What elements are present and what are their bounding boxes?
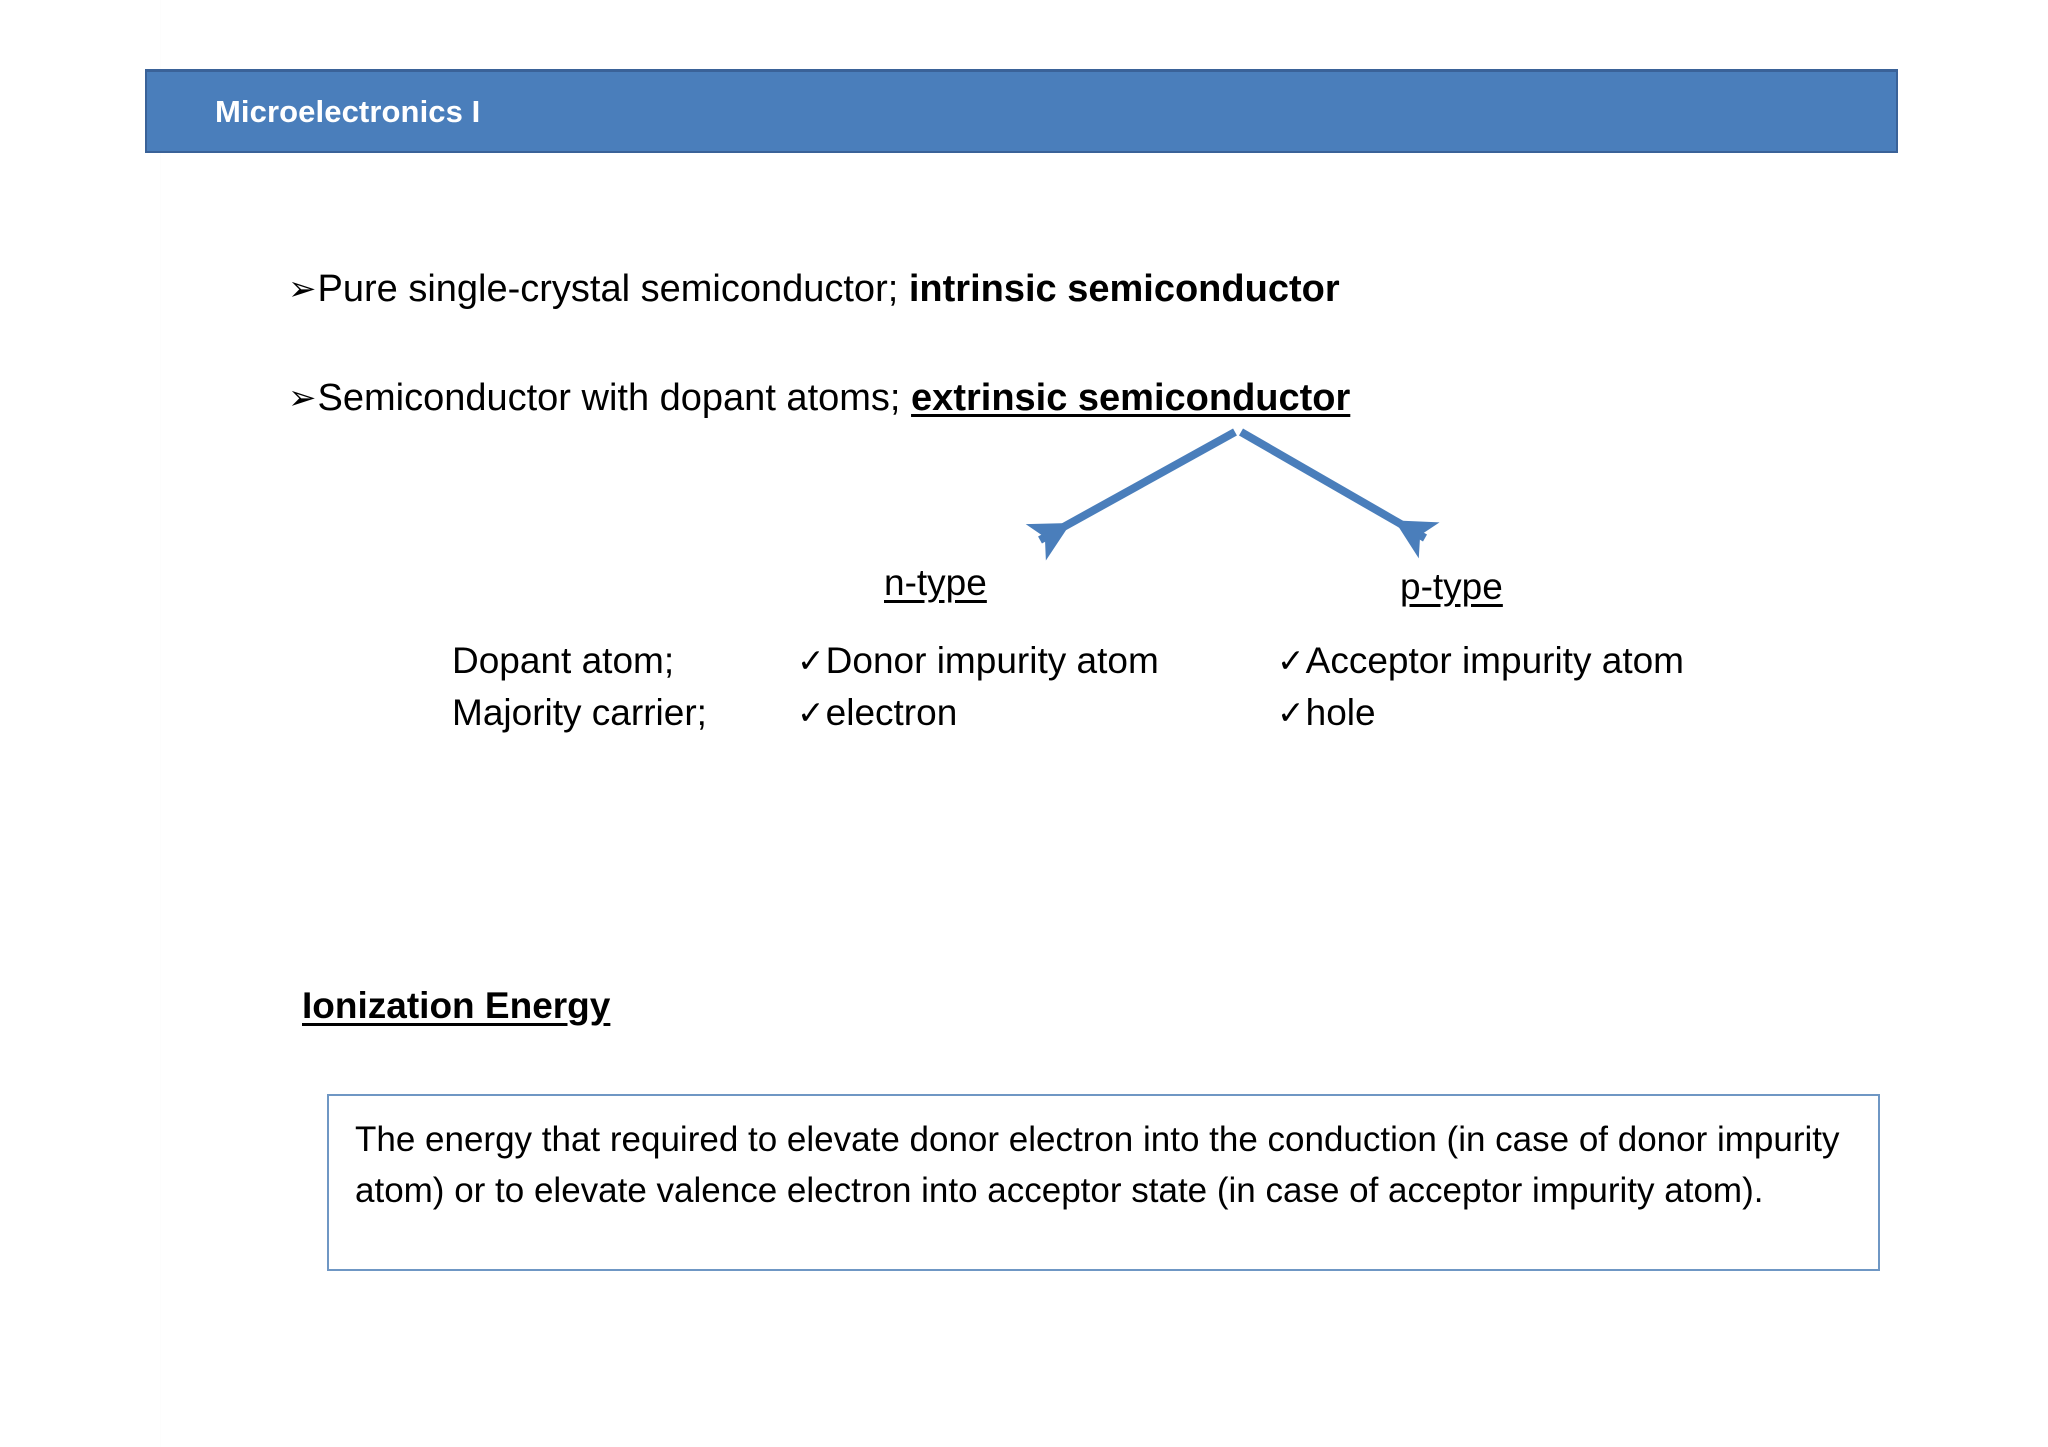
bullet-1-emphasis: intrinsic semiconductor [908, 268, 1340, 310]
cell-ptype-majority-carrier-text: hole [1305, 692, 1376, 733]
definition-text: The energy that required to elevate dono… [355, 1120, 1840, 1210]
bullet-item-extrinsic: ➢Semiconductor with dopant atoms; extrin… [288, 377, 1350, 420]
dopant-comparison-grid: Dopant atom; ✓Donor impurity atom ✓Accep… [452, 640, 1797, 744]
table-row: Dopant atom; ✓Donor impurity atom ✓Accep… [452, 640, 1797, 692]
cell-ptype-majority-carrier: ✓hole [1277, 692, 1797, 734]
bullet-1-plain-text: Pure single-crystal semiconductor [317, 268, 888, 310]
arrow-bullet-icon: ➢ [288, 379, 317, 417]
check-icon: ✓ [797, 694, 825, 731]
page-title: Microelectronics I [215, 93, 481, 129]
definition-callout-box: The energy that required to elevate dono… [327, 1094, 1880, 1271]
branch-arrow-left [1025, 428, 1237, 561]
row-label-dopant-atom: Dopant atom; [452, 640, 675, 681]
bullet-1-separator: ; [887, 268, 909, 310]
cell-ptype-dopant-atom: ✓Acceptor impurity atom [1277, 640, 1797, 682]
row-label-majority-carrier: Majority carrier; [452, 692, 707, 733]
arrow-bullet-icon: ➢ [288, 270, 317, 308]
cell-ntype-majority-carrier: ✓electron [797, 692, 1277, 734]
left-margin-rule [160, 0, 161, 1447]
section-heading-ionization-energy: Ionization Energy [302, 985, 611, 1026]
label-n-type: n-type [884, 562, 987, 603]
bullet-2-plain-text: Semiconductor with dopant atoms [317, 377, 890, 419]
label-p-type: p-type [1400, 566, 1503, 607]
cell-ntype-majority-carrier-text: electron [825, 692, 958, 733]
branch-arrow-right [1239, 428, 1440, 559]
check-icon: ✓ [1277, 694, 1305, 731]
table-row: Majority carrier; ✓electron ✓hole [452, 692, 1797, 744]
bullet-2-emphasis: extrinsic semiconductor [911, 377, 1351, 419]
bullet-2-separator: ; [889, 377, 912, 419]
cell-ptype-dopant-atom-text: Acceptor impurity atom [1305, 640, 1685, 681]
cell-ntype-dopant-atom-text: Donor impurity atom [825, 640, 1159, 681]
check-icon: ✓ [797, 642, 825, 679]
slide-title-banner: Microelectronics I [145, 69, 1898, 153]
cell-ntype-dopant-atom: ✓Donor impurity atom [797, 640, 1277, 682]
bullet-item-intrinsic: ➢Pure single-crystal semiconductor; intr… [288, 268, 1340, 311]
check-icon: ✓ [1277, 642, 1305, 679]
